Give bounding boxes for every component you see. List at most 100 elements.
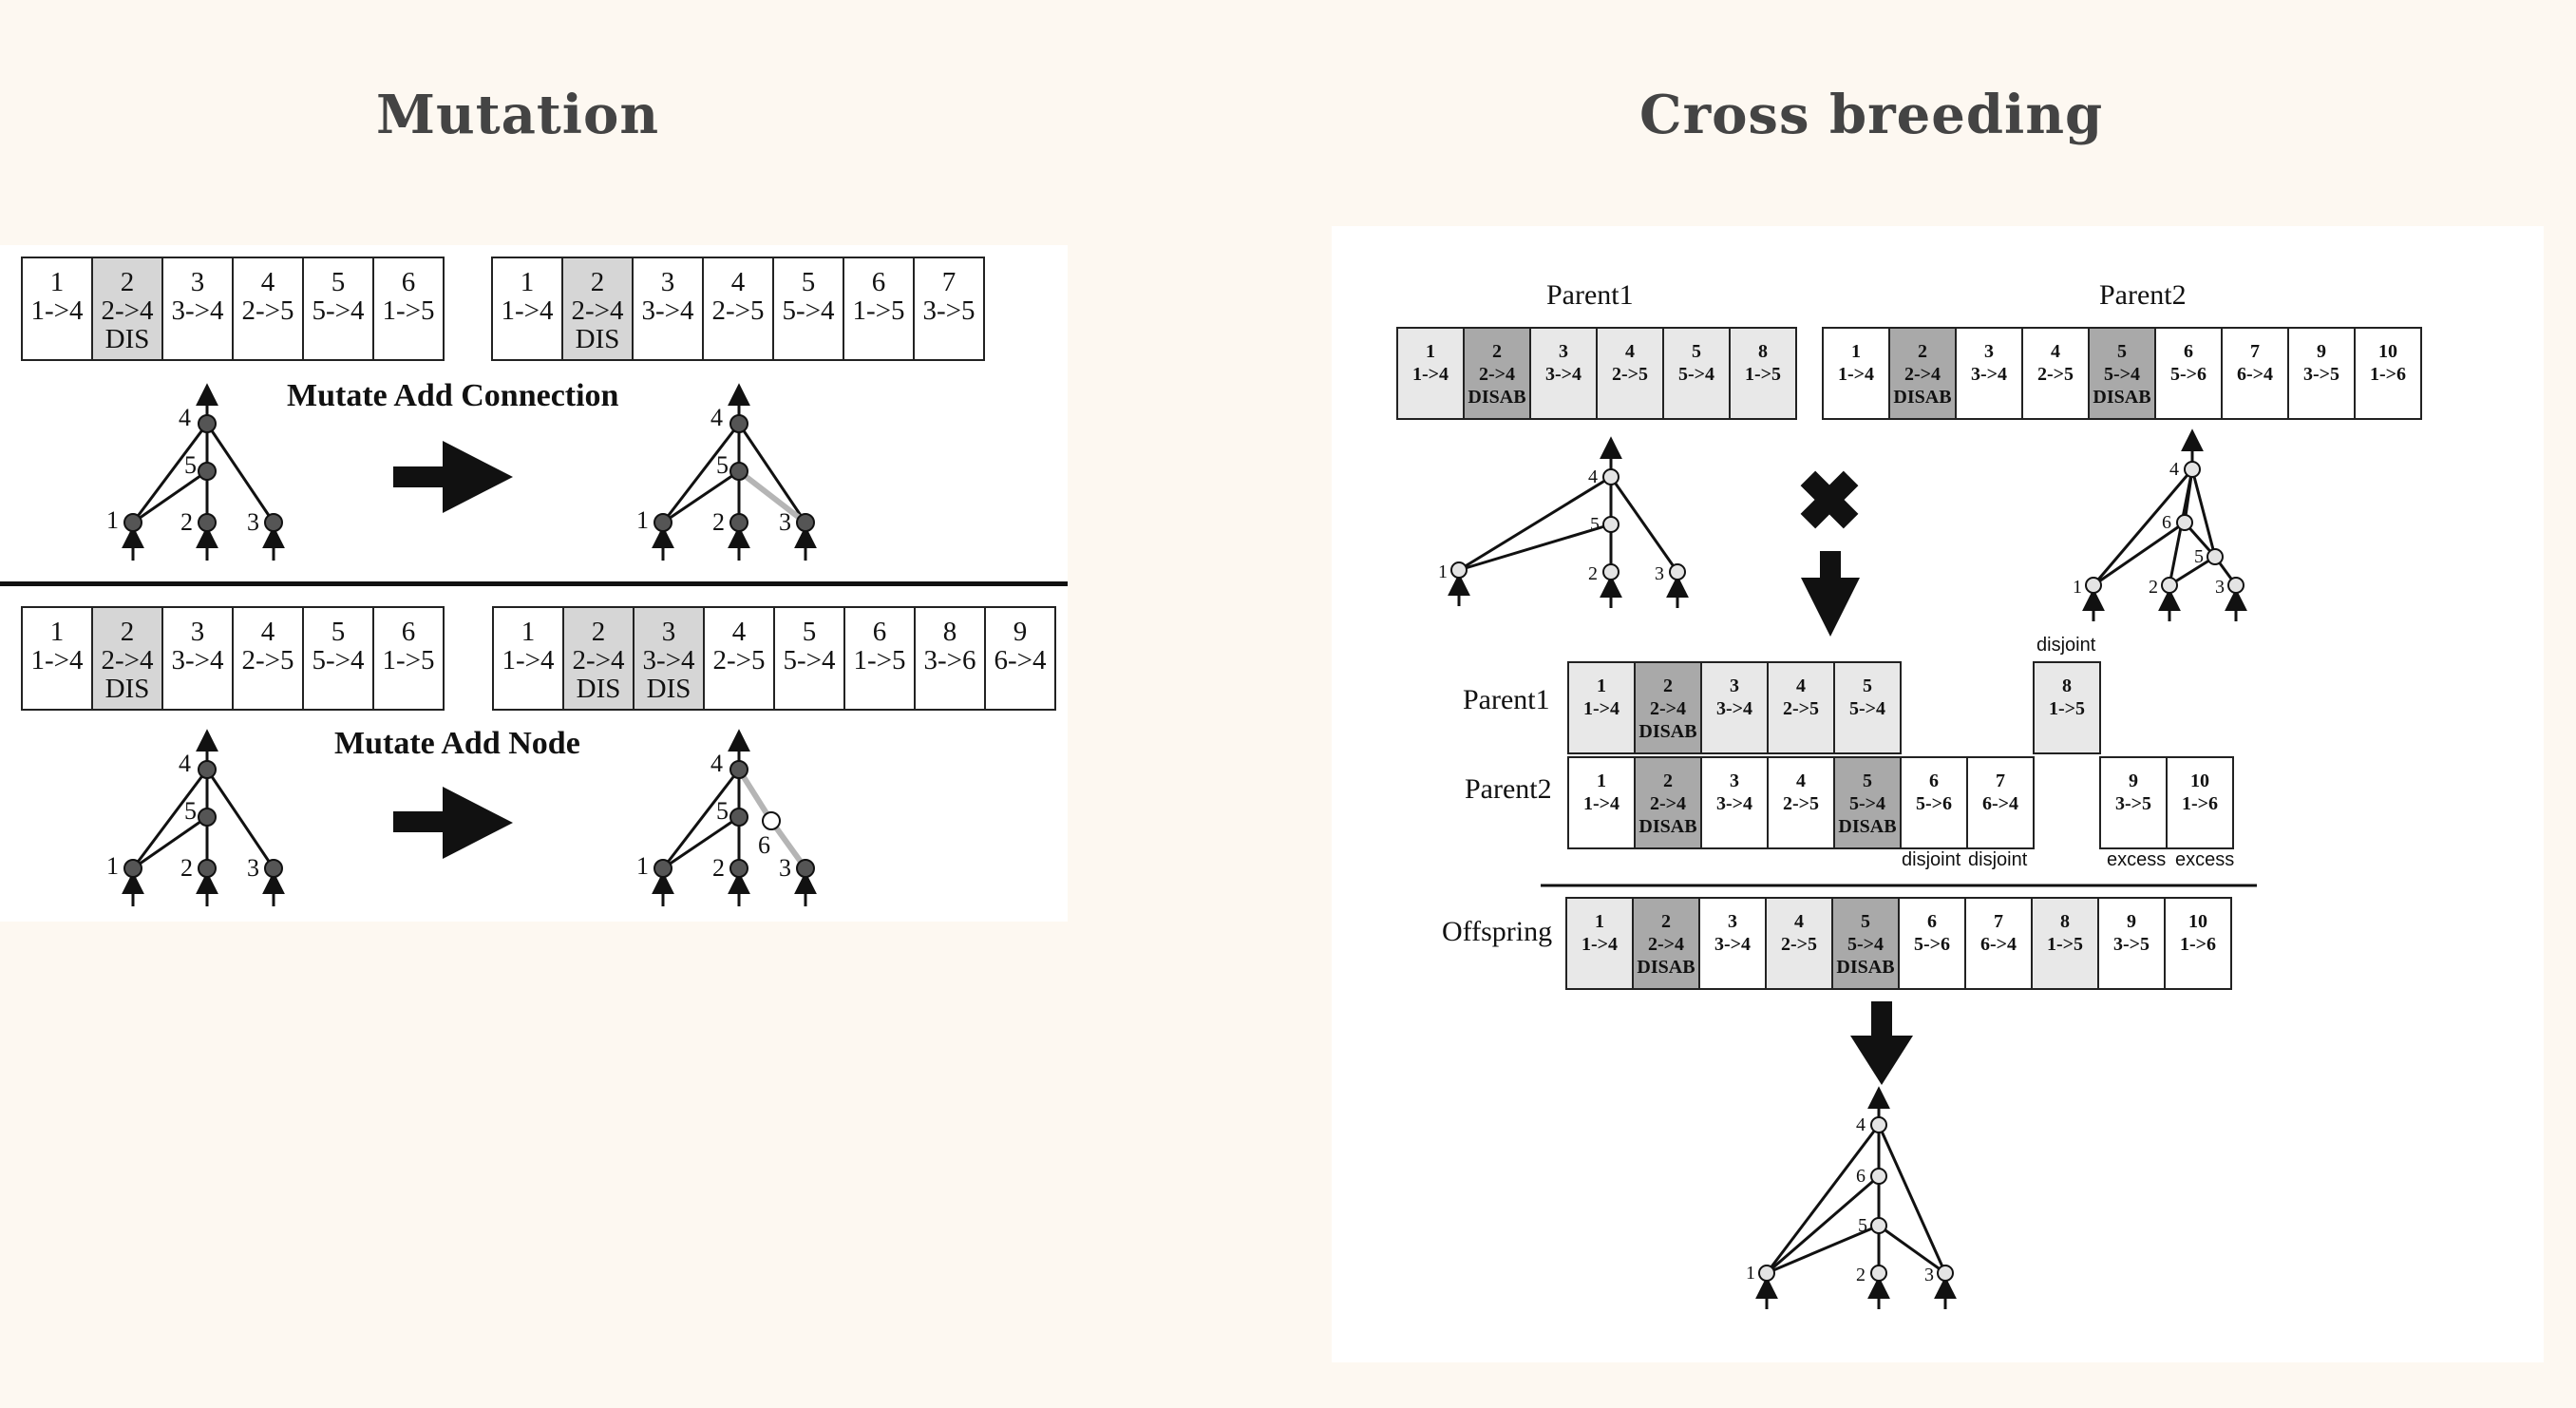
gene-connection: 1->6 (2179, 934, 2217, 955)
node-3 (1669, 563, 1686, 580)
node-4 (1870, 1116, 1887, 1133)
gene-innovation-number: 3 (1730, 771, 1739, 791)
gene-connection: 6->4 (1981, 793, 2019, 814)
node-label-4: 4 (1588, 466, 1598, 487)
gene-innovation-number: 3 (660, 267, 675, 297)
mutation-arrow-2 (393, 787, 513, 859)
gene-connection: 1->5 (852, 295, 905, 326)
node-5 (2207, 548, 2224, 565)
gene-innovation-number: 1 (1426, 341, 1435, 362)
gene-connection: 2->4 (1478, 364, 1516, 385)
node-3 (796, 513, 815, 532)
gene-connection: 1->4 (502, 645, 555, 675)
gene-connection: 3->4 (641, 295, 694, 326)
gene-connection: 2->5 (1611, 364, 1649, 385)
gene-innovation-number: 7 (1994, 911, 2003, 932)
down-arrow-2 (1850, 1001, 1913, 1085)
node-label-6: 6 (758, 831, 770, 859)
gene-connection: 1->6 (2181, 793, 2219, 814)
gene-disabled-flag: DIS (646, 674, 691, 704)
gene-innovation-number: 1 (1597, 771, 1606, 791)
gene-innovation-number: 6 (871, 267, 886, 297)
gene-disabled-flag: DIS (104, 674, 150, 704)
gene-connection: 2->4 (571, 295, 624, 326)
node-1 (653, 513, 672, 532)
node-5 (198, 462, 217, 481)
gene-innovation-number: 4 (1796, 771, 1806, 791)
node-label-4: 4 (710, 750, 723, 777)
gene-connection: 5->4 (1848, 698, 1886, 719)
gene-connection: 3->4 (1970, 364, 2008, 385)
gene-connection: 3->5 (922, 295, 975, 326)
node-5 (729, 462, 748, 481)
gene-innovation-number: 1 (1597, 675, 1606, 696)
mutation-networks: 1 2 3 4 5 1 2 (106, 383, 817, 906)
gene-connection: 1->5 (1744, 364, 1782, 385)
node-label-1: 1 (1438, 561, 1448, 582)
gene-connection: 1->4 (501, 295, 554, 326)
gene-connection: 2->4 (1649, 698, 1687, 719)
gene-innovation-number: 2 (1918, 341, 1927, 362)
gene-innovation-number: 10 (2188, 911, 2207, 932)
node-label-5: 5 (716, 797, 729, 825)
node-label-1: 1 (106, 852, 119, 880)
gene-innovation-number: 3 (1730, 675, 1739, 696)
gene-disabled-flag: DISAB (1838, 816, 1897, 837)
gene-disabled-flag: DIS (575, 324, 620, 354)
node-5 (729, 808, 748, 827)
gene-innovation-number: 3 (1559, 341, 1568, 362)
gene-innovation-number: 4 (260, 617, 275, 647)
section-divider (0, 581, 1068, 586)
gene-connection: 6->4 (1979, 934, 2017, 955)
node-label-4: 4 (179, 750, 191, 777)
network-after-add-node: 1 2 3 4 5 6 (636, 729, 817, 906)
node-label-2: 2 (1588, 563, 1598, 584)
gene-connection: 1->4 (1582, 698, 1620, 719)
node-2 (729, 859, 748, 878)
gene-innovation-number: 1 (49, 617, 65, 647)
node-label-1: 1 (636, 506, 649, 534)
gene-innovation-number: 5 (331, 617, 346, 647)
gene-connection: 3->4 (1715, 698, 1753, 719)
node-label-3: 3 (1924, 1265, 1934, 1285)
gene-innovation-number: 5 (1863, 771, 1872, 791)
down-arrow-1 (1801, 551, 1860, 637)
node-label-1: 1 (106, 506, 119, 534)
gene-innovation-number: 10 (2378, 341, 2397, 362)
gene-connection: 6->4 (994, 645, 1047, 675)
node-4 (729, 414, 748, 433)
node-label-2: 2 (180, 854, 193, 882)
gene-connection: 5->4 (782, 295, 835, 326)
gene-connection: 3->4 (1714, 934, 1752, 955)
gene-innovation-number: 5 (801, 267, 816, 297)
node-label-6: 6 (1856, 1166, 1866, 1187)
gene-innovation-number: 2 (1661, 911, 1671, 932)
gene-disabled-flag: DISAB (1637, 957, 1695, 978)
gene-disabled-flag: DISAB (2093, 387, 2151, 408)
gene-innovation-number: 1 (520, 267, 535, 297)
